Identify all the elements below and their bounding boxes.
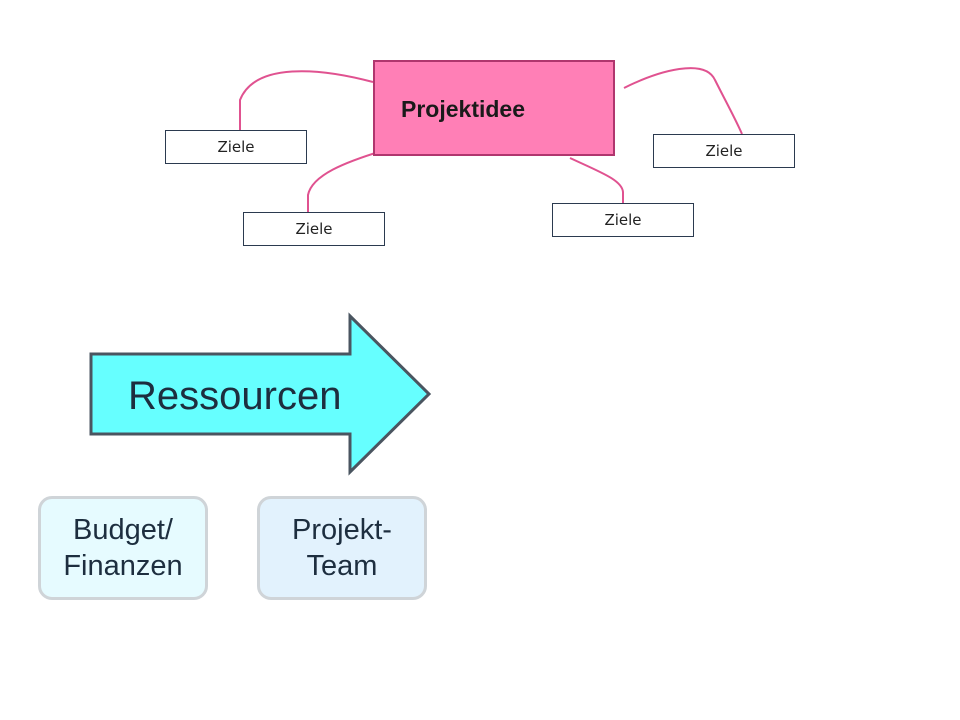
goal-node-bottom-right: Ziele [552,203,694,237]
connector-idea-goal-bottom-left [307,149,386,212]
resources-arrow-shape [89,312,432,476]
goal-node-top-right: Ziele [653,134,795,168]
connector-idea-goal-top-right [623,67,743,135]
connector-idea-goal-bottom-right [569,157,624,204]
resource-team-box: Projekt- Team [257,496,427,600]
resource-budget-box: Budget/ Finanzen [38,496,208,600]
project-idea-label: Projektidee [401,96,525,122]
project-idea-node: Projektidee [373,60,615,156]
connector-idea-goal-top-left [239,70,374,130]
goal-node-top-left: Ziele [165,130,307,164]
resources-arrow-label: Ressourcen [128,374,342,418]
goal-node-bottom-left: Ziele [243,212,385,246]
